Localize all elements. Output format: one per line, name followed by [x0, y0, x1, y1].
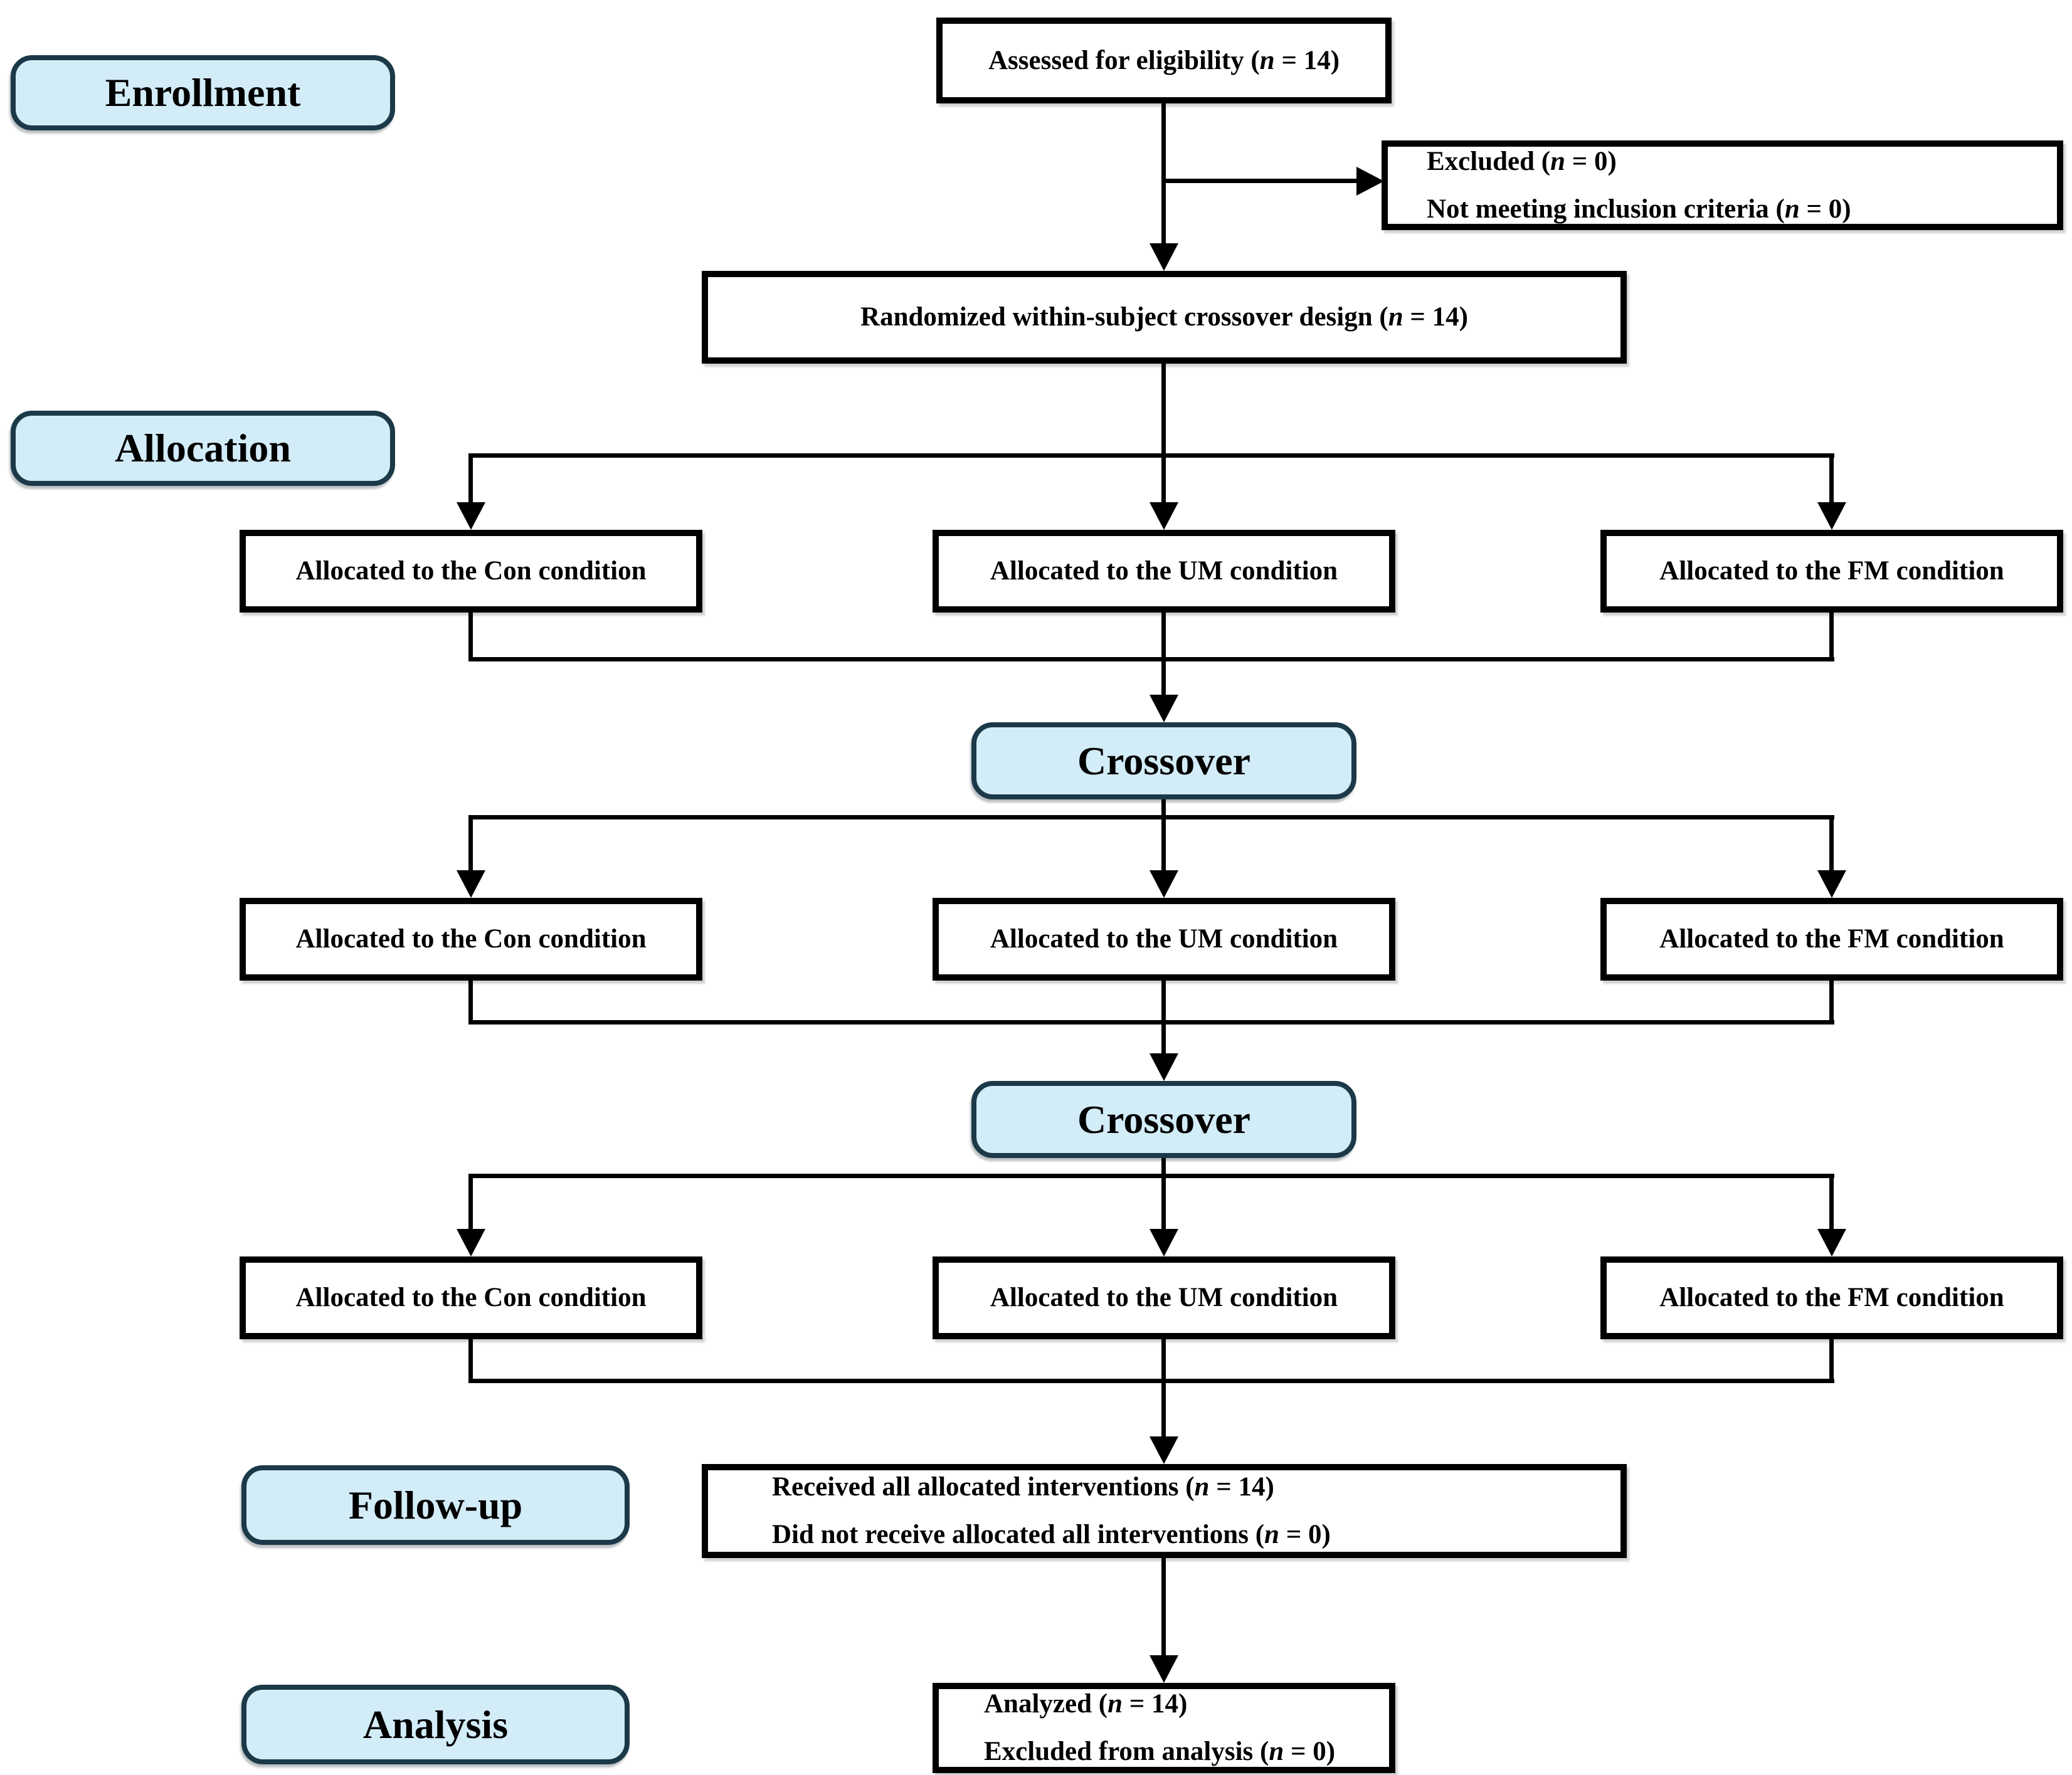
- followup-box: Received all allocated interventions (n …: [702, 1464, 1627, 1558]
- assessed-box: Assessed for eligibility (n = 14): [936, 18, 1392, 103]
- alloc-row3-fm-box: Allocated to the FM condition: [1600, 1256, 2063, 1339]
- alloc-row1-fm-text: Allocated to the FM condition: [1659, 556, 2004, 586]
- stage-label-enrollment-text: Enrollment: [105, 70, 301, 115]
- alloc-row1-con-box: Allocated to the Con condition: [240, 530, 702, 613]
- crossover1-pill: Crossover: [971, 722, 1356, 799]
- branch-line-2: [468, 815, 1834, 819]
- stage-label-analysis: Analysis: [241, 1685, 630, 1764]
- analysis-line2: Excluded from analysis (n = 0): [984, 1737, 1336, 1766]
- stage-label-followup: Follow-up: [241, 1465, 630, 1545]
- alloc-row1-um-text: Allocated to the UM condition: [990, 556, 1338, 586]
- connector-merge3-followup: [1161, 1379, 1166, 1436]
- alloc-row2-um-text: Allocated to the UM condition: [990, 924, 1338, 954]
- merge-line-3: [468, 1379, 1834, 1383]
- arrowhead-down-into-crossover1: [1150, 695, 1178, 722]
- arrowhead-down-row1-con: [457, 502, 485, 530]
- arrowhead-down-row1-fm: [1817, 502, 1846, 530]
- alloc-row2-con-text: Allocated to the Con condition: [295, 924, 647, 954]
- alloc-row3-fm-text: Allocated to the FM condition: [1659, 1283, 2004, 1313]
- stage-label-followup-text: Follow-up: [348, 1482, 523, 1527]
- crossover1-text: Crossover: [1077, 738, 1251, 783]
- merge-line-2: [468, 1020, 1834, 1024]
- arrowhead-down-into-followup: [1150, 1436, 1178, 1464]
- merge2-rise-right: [1829, 981, 1834, 1024]
- merge-line-1: [468, 657, 1834, 661]
- arrowhead-down-row2-con: [457, 870, 485, 898]
- branch-line-1: [468, 453, 1834, 458]
- branch1-drop-left: [468, 453, 473, 502]
- arrowhead-down-into-crossover2: [1150, 1053, 1178, 1081]
- arrowhead-down-row1-um: [1150, 502, 1178, 530]
- arrowhead-down-row3-um: [1150, 1229, 1178, 1256]
- branch3-drop-left: [468, 1174, 473, 1229]
- arrowhead-down-row3-fm: [1817, 1229, 1846, 1256]
- branch1-drop-center: [1161, 453, 1166, 502]
- merge1-rise-right: [1829, 613, 1834, 661]
- merge1-rise-center: [1161, 613, 1166, 661]
- branch3-drop-center: [1161, 1174, 1166, 1229]
- merge3-rise-left: [468, 1339, 473, 1383]
- alloc-row2-fm-text: Allocated to the FM condition: [1659, 924, 2004, 954]
- arrowhead-down-row2-fm: [1817, 870, 1846, 898]
- alloc-row3-um-box: Allocated to the UM condition: [933, 1256, 1395, 1339]
- connector-assessed-randomized: [1161, 103, 1166, 245]
- connector-to-excluded: [1161, 179, 1359, 183]
- alloc-row3-um-text: Allocated to the UM condition: [990, 1283, 1338, 1313]
- branch3-drop-right: [1829, 1174, 1834, 1229]
- merge3-rise-center: [1161, 1339, 1166, 1383]
- followup-line2: Did not receive allocated all interventi…: [772, 1520, 1331, 1549]
- merge2-rise-left: [468, 981, 473, 1024]
- arrowhead-down-row3-con: [457, 1229, 485, 1256]
- alloc-row3-con-box: Allocated to the Con condition: [240, 1256, 702, 1339]
- crossover2-text: Crossover: [1077, 1097, 1251, 1142]
- merge1-rise-left: [468, 613, 473, 661]
- arrowhead-down-into-analysis: [1150, 1655, 1178, 1683]
- arrowhead-down-row2-um: [1150, 870, 1178, 898]
- arrowhead-down-into-randomized: [1150, 243, 1178, 271]
- alloc-row1-um-box: Allocated to the UM condition: [933, 530, 1395, 613]
- connector-crossover1-branch: [1161, 799, 1166, 820]
- connector-followup-analysis: [1161, 1558, 1166, 1655]
- alloc-row1-con-text: Allocated to the Con condition: [295, 556, 647, 586]
- branch-line-3: [468, 1174, 1834, 1178]
- alloc-row3-con-text: Allocated to the Con condition: [295, 1283, 647, 1313]
- branch2-drop-left: [468, 815, 473, 870]
- connector-merge1-crossover1: [1161, 657, 1166, 695]
- excluded-line1: Excluded (n = 0): [1427, 146, 1617, 176]
- alloc-row1-fm-box: Allocated to the FM condition: [1600, 530, 2063, 613]
- connector-randomized-branch: [1161, 364, 1166, 458]
- analysis-line1: Analyzed (n = 14): [984, 1689, 1188, 1719]
- randomized-box: Randomized within-subject crossover desi…: [702, 271, 1627, 364]
- branch2-drop-center: [1161, 815, 1166, 870]
- branch1-drop-right: [1829, 453, 1834, 502]
- followup-line1: Received all allocated interventions (n …: [772, 1472, 1274, 1502]
- stage-label-allocation: Allocation: [11, 411, 395, 486]
- stage-label-enrollment: Enrollment: [11, 55, 395, 130]
- assessed-text: Assessed for eligibility (n = 14): [988, 45, 1340, 75]
- connector-crossover2-branch: [1161, 1158, 1166, 1179]
- randomized-text: Randomized within-subject crossover desi…: [860, 302, 1468, 332]
- stage-label-analysis-text: Analysis: [362, 1702, 509, 1747]
- excluded-box: Excluded (n = 0) Not meeting inclusion c…: [1382, 140, 2063, 230]
- analysis-box: Analyzed (n = 14) Excluded from analysis…: [933, 1683, 1395, 1773]
- alloc-row2-con-box: Allocated to the Con condition: [240, 898, 702, 981]
- merge2-rise-center: [1161, 981, 1166, 1024]
- stage-label-allocation-text: Allocation: [115, 426, 291, 470]
- alloc-row2-fm-box: Allocated to the FM condition: [1600, 898, 2063, 981]
- crossover2-pill: Crossover: [971, 1081, 1356, 1158]
- connector-merge2-crossover2: [1161, 1020, 1166, 1053]
- branch2-drop-right: [1829, 815, 1834, 870]
- arrowhead-right-into-excluded: [1356, 167, 1384, 196]
- merge3-rise-right: [1829, 1339, 1834, 1383]
- excluded-line2: Not meeting inclusion criteria (n = 0): [1427, 194, 1851, 224]
- alloc-row2-um-box: Allocated to the UM condition: [933, 898, 1395, 981]
